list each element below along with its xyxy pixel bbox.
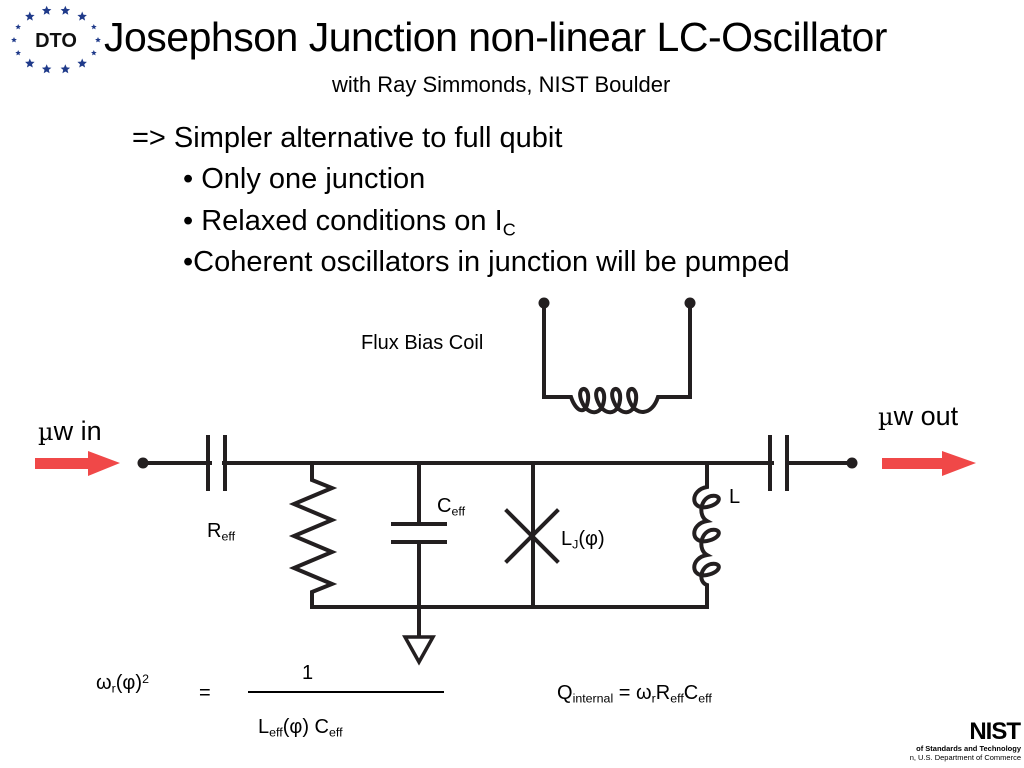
coil-terminal-left	[538, 297, 550, 309]
q-internal-equation: Qinternal = ωrReffCeff	[557, 682, 712, 706]
dto-logo-text: DTO	[35, 30, 77, 52]
dto-logo: DTO	[8, 4, 104, 74]
resonance-numerator: 1	[302, 662, 314, 684]
nist-logo-text: NIST	[969, 718, 1021, 745]
star-icon	[91, 50, 97, 56]
inductor-l	[692, 461, 721, 609]
resonance-equals: =	[199, 682, 211, 704]
output-terminal	[846, 457, 858, 469]
star-icon	[41, 64, 52, 74]
input-arrow-icon	[35, 451, 120, 476]
resonance-denominator: Leff(φ) Ceff	[258, 716, 343, 740]
input-label: µw in	[38, 416, 102, 446]
star-icon	[77, 11, 87, 21]
output-arrow-icon	[882, 451, 976, 476]
star-ring-icon: DTO	[11, 5, 101, 74]
star-icon	[60, 5, 71, 15]
coil-terminal-right	[684, 297, 696, 309]
star-icon	[60, 64, 71, 74]
nist-logo: NIST of Standards and Technology n, U.S.…	[900, 718, 1024, 768]
bullet-main: => Simpler alternative to full qubit	[132, 122, 563, 154]
star-icon	[15, 24, 21, 30]
josephson-junction	[504, 461, 560, 609]
star-icon	[77, 58, 87, 68]
bullet-item: • Relaxed conditions on IC	[183, 205, 516, 240]
star-icon	[25, 11, 35, 21]
star-icon	[15, 50, 21, 56]
resonance-lhs: ωr(φ)2	[96, 671, 149, 696]
bullet-item: •Coherent oscillators in junction will b…	[183, 246, 790, 278]
resistor-r-eff	[288, 461, 338, 609]
nist-tagline-1: of Standards and Technology	[916, 744, 1021, 753]
slide-title: Josephson Junction non-linear LC-Oscilla…	[104, 14, 887, 60]
flux-bias-coil	[542, 301, 692, 415]
l-label: L	[729, 486, 741, 508]
star-icon	[41, 5, 52, 15]
output-label: µw out	[878, 401, 959, 431]
flux-bias-coil-label: Flux Bias Coil	[361, 332, 484, 354]
star-icon	[91, 24, 97, 30]
output-capacitor	[768, 435, 789, 491]
star-icon	[95, 37, 101, 43]
ground-symbol	[402, 635, 436, 666]
star-icon	[25, 58, 35, 68]
c-eff-label: Ceff	[437, 495, 466, 519]
slide-subtitle: with Ray Simmonds, NIST Boulder	[332, 72, 671, 97]
input-terminal	[137, 457, 149, 469]
lj-label: LJ(φ)	[561, 528, 605, 552]
bullet-item: • Only one junction	[183, 163, 426, 195]
fraction-bar	[248, 691, 444, 693]
input-capacitor	[206, 435, 227, 491]
nist-tagline-2: n, U.S. Department of Commerce	[909, 753, 1021, 762]
star-icon	[11, 37, 17, 43]
capacitor-c-eff	[391, 461, 447, 637]
r-eff-label: Reff	[207, 520, 236, 544]
